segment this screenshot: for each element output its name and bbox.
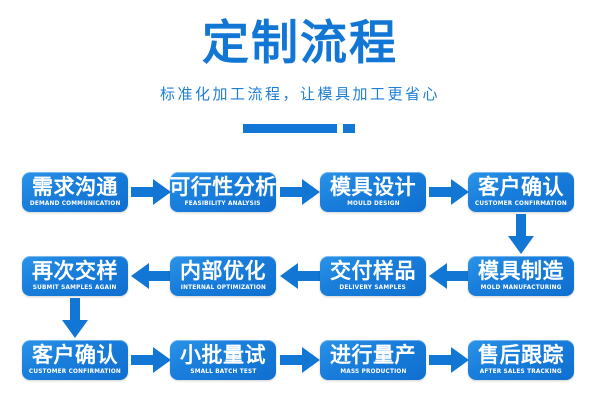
flow-node-label-cn: 交付样品 [330,259,416,283]
flow-node-label-en: MASS PRODUCTION [339,368,407,375]
arrow-right-icon [429,178,469,206]
flow-node-customer-confirmation-2[interactable]: 客户确认 CUSTOMER CONFIRMATION [22,340,128,380]
flow-node-mould-design[interactable]: 模具设计 MOULD DESIGN [320,172,426,212]
flow-node-label-en: CUSTOMER CONFIRMATION [474,200,568,207]
flow-row-1: 需求沟通 DEMAND COMMUNICATION 可行性分析 FEASIBIL… [0,172,600,212]
arrow-right-icon [429,346,469,374]
flow-node-label-cn: 内部优化 [180,259,266,283]
flow-node-label-en: MOULD DESIGN [346,200,400,207]
arrow-right-icon [280,178,320,206]
arrow-right-icon [131,178,171,206]
flow-node-mass-production[interactable]: 进行量产 MASS PRODUCTION [320,340,426,380]
page-title: 定制流程 [202,16,398,71]
flow-node-small-batch-test[interactable]: 小批量试 SMALL BATCH TEST [170,340,276,380]
divider-bar [243,124,337,133]
flow-node-label-en: CUSTOMER CONFIRMATION [28,368,122,375]
flow-node-submit-samples-again[interactable]: 再次交样 SUBMIT SAMPLES AGAIN [22,256,128,296]
arrow-left-icon [429,262,469,290]
flow-node-feasibility-analysis[interactable]: 可行性分析 FEASIBILITY ANALYSIS [170,172,276,212]
flow-node-after-sales-tracking[interactable]: 售后跟踪 AFTER SALES TRACKING [468,340,574,380]
flow-node-label-en: INTERNAL OPTIMIZATION [180,284,266,291]
flow-node-label-cn: 模具设计 [330,175,416,199]
flow-node-label-en: AFTER SALES TRACKING [479,368,563,375]
flow-node-mold-manufacturing[interactable]: 模具制造 MOLD MANUFACTURING [468,256,574,296]
process-flow-diagram: 需求沟通 DEMAND COMMUNICATION 可行性分析 FEASIBIL… [0,150,600,401]
arrow-down-icon [507,214,535,254]
page-subtitle: 标准化加工流程，让模具加工更省心 [159,85,440,103]
flow-node-label-cn: 客户确认 [478,175,564,199]
arrow-right-icon [280,346,320,374]
arrow-down-icon [61,298,89,338]
flow-row-2: 再次交样 SUBMIT SAMPLES AGAIN 内部优化 INTERNAL … [0,256,600,296]
flow-node-label-en: DELIVERY SAMPLES [339,284,407,291]
arrow-right-icon [131,346,171,374]
flow-node-label-en: SMALL BATCH TEST [189,368,257,375]
arrow-left-icon [131,262,171,290]
title-divider [0,124,600,134]
flow-node-label-en: SUBMIT SAMPLES AGAIN [33,284,117,291]
flow-node-demand-communication[interactable]: 需求沟通 DEMAND COMMUNICATION [22,172,128,212]
flow-node-label-cn: 售后跟踪 [478,343,564,367]
flow-node-label-cn: 模具制造 [478,259,564,283]
flow-node-label-cn: 进行量产 [330,343,416,367]
flow-node-label-cn: 小批量试 [180,343,266,367]
flow-node-label-en: MOLD MANUFACTURING [480,284,562,291]
flow-node-label-cn: 需求沟通 [32,175,118,199]
flow-node-label-en: DEMAND COMMUNICATION [29,200,121,207]
flow-node-label-cn: 再次交样 [32,259,118,283]
flow-node-internal-optimization[interactable]: 内部优化 INTERNAL OPTIMIZATION [170,256,276,296]
flow-node-delivery-samples[interactable]: 交付样品 DELIVERY SAMPLES [320,256,426,296]
page-header: 定制流程 标准化加工流程，让模具加工更省心 [0,0,600,150]
flow-node-customer-confirmation-1[interactable]: 客户确认 CUSTOMER CONFIRMATION [468,172,574,212]
flow-row-3: 客户确认 CUSTOMER CONFIRMATION 小批量试 SMALL BA… [0,340,600,380]
divider-square [343,124,355,133]
arrow-left-icon [280,262,320,290]
flow-node-label-en: FEASIBILITY ANALYSIS [184,200,262,207]
flow-node-label-cn: 客户确认 [32,343,118,367]
flow-node-label-cn: 可行性分析 [170,175,276,199]
